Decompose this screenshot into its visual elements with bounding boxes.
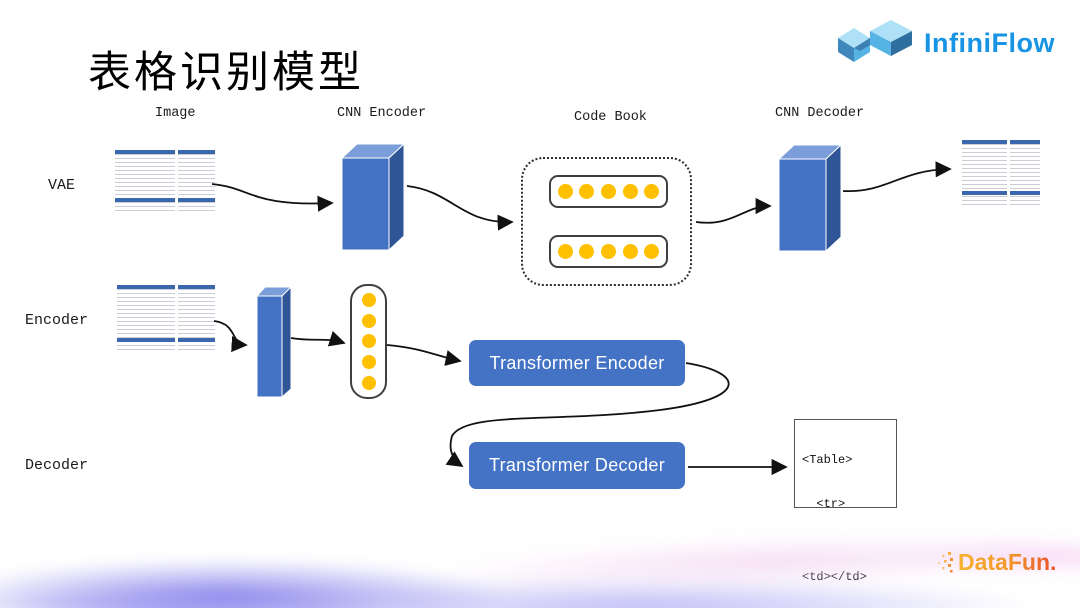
input-table-thumbnail-encoder (117, 285, 215, 353)
code-dot-icon (579, 184, 595, 199)
feature-dot-icon (361, 376, 376, 391)
row-label-vae: VAE (48, 177, 76, 194)
page-title: 表格识别模型 (88, 48, 364, 98)
code-dot-icon (644, 244, 660, 259)
table-thumbnail-panel (117, 285, 176, 353)
code-book (521, 157, 692, 286)
feature-dot-icon (361, 355, 376, 370)
output-table-thumbnail (962, 140, 1040, 206)
cnn-encoder-box (341, 142, 406, 252)
row-label-encoder: Encoder (25, 312, 89, 329)
wave-purple-left (0, 558, 510, 608)
cnn-decoder-box (778, 143, 843, 253)
table-thumbnail-panel (1010, 140, 1040, 206)
feature-dot-icon (361, 292, 376, 307)
output-code-line: <tr> (802, 496, 846, 511)
infiniflow-logo-text: InfiniFlow (924, 27, 1055, 58)
output-code-line: <td></td> (802, 569, 867, 584)
arrow-cnn-decoder-to-output (842, 161, 952, 192)
feature-dot-icon (361, 334, 376, 349)
output-code-line: <Table> (802, 453, 853, 468)
code-dot-icon (622, 244, 638, 259)
arrow-image-to-cnn-encoder (211, 183, 334, 212)
code-book-row (549, 235, 668, 268)
infiniflow-logo: InfiniFlow (836, 18, 1055, 68)
infiniflow-logo-icon (838, 20, 912, 62)
table-thumbnail-panel (962, 140, 1007, 206)
arrow-cnn-encoder-to-codebook (406, 185, 514, 231)
datafun-logo-text: DataFun. (958, 549, 1057, 575)
arrow-thin-box-to-pill (290, 330, 346, 347)
wave-purple-band (240, 576, 1040, 608)
table-thumbnail-panel (177, 150, 216, 212)
arrow-codebook-to-cnn-decoder (695, 197, 772, 224)
code-dot-icon (644, 184, 660, 199)
table-thumbnail-panel (115, 150, 175, 212)
code-dot-icon (600, 244, 616, 259)
arrow-image-to-thin-box (213, 320, 248, 353)
arrow-pill-to-transformer-encoder (386, 344, 462, 366)
datafun-dots-icon (938, 551, 953, 573)
transformer-encoder-box: Transformer Encoder (469, 340, 685, 386)
column-label-cnn-decoder: CNN Decoder (775, 106, 865, 121)
transformer-encoder-label: Transformer Encoder (489, 352, 665, 373)
row-label-decoder: Decoder (25, 457, 89, 474)
column-label-code-book: Code Book (574, 110, 647, 125)
code-dot-icon (622, 184, 638, 199)
code-dot-icon (557, 244, 573, 259)
code-dot-icon (557, 184, 573, 199)
column-label-image: Image (155, 106, 196, 121)
feature-vector-pill (350, 284, 387, 399)
transformer-decoder-label: Transformer Decoder (488, 455, 666, 475)
code-dot-icon (579, 244, 595, 259)
transformer-decoder-box: Transformer Decoder (469, 442, 685, 489)
input-table-thumbnail-vae (115, 150, 216, 212)
column-label-cnn-encoder: CNN Encoder (337, 106, 427, 121)
output-tags-box: <Table> <tr> <td></td> </tr> </Table> (794, 419, 897, 584)
datafun-logo: DataFun. (938, 549, 1056, 576)
code-book-row (549, 175, 668, 208)
encoder-thin-box (256, 285, 292, 399)
code-dot-icon (600, 184, 616, 199)
wave-purple-bottom (0, 586, 380, 608)
feature-dot-icon (361, 313, 376, 328)
table-thumbnail-panel (178, 285, 215, 353)
